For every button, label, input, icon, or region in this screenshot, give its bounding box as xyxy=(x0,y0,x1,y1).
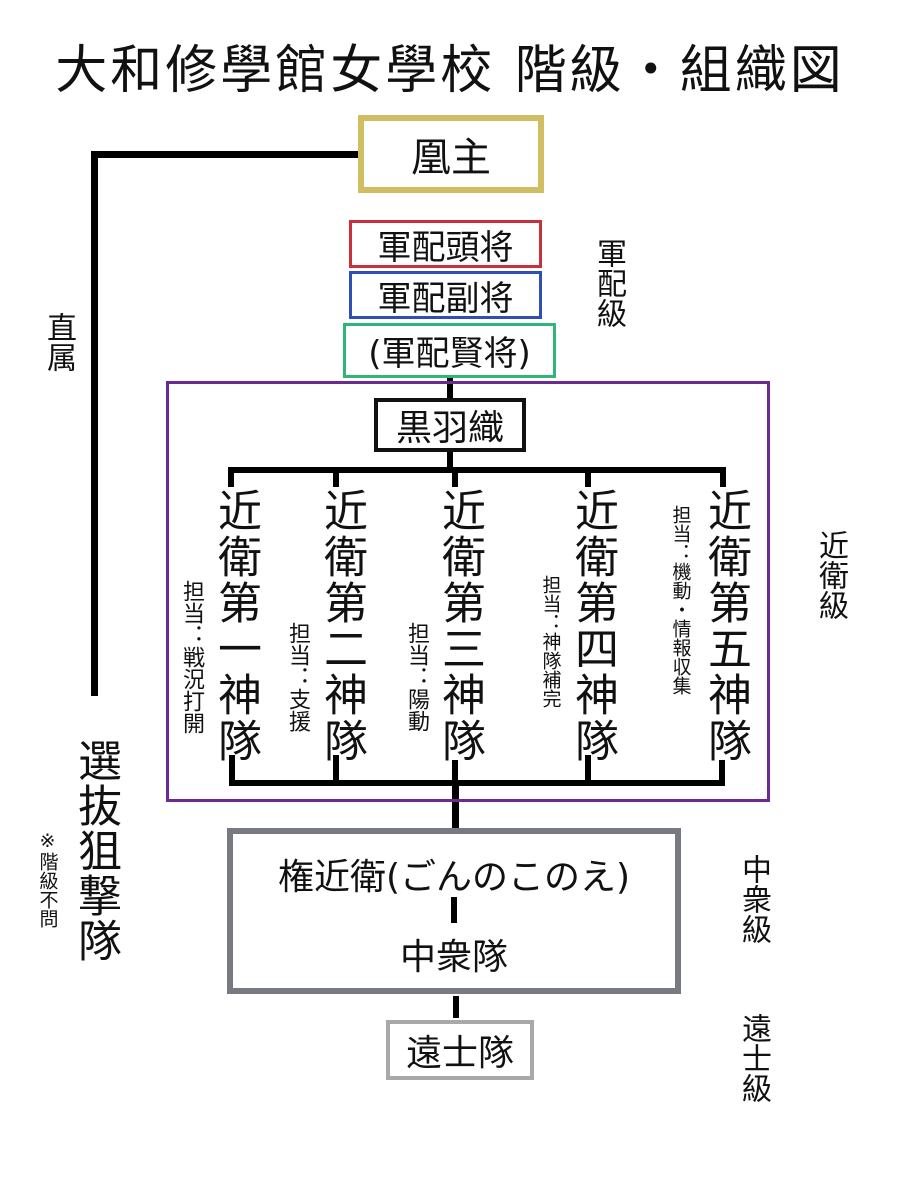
squads-bottom-bar xyxy=(229,780,725,786)
squad-5-name: 近衛第五神隊 xyxy=(700,488,751,764)
connector-gunpai-kurohaori xyxy=(447,376,453,402)
squad-1-name: 近衛第一神隊 xyxy=(210,488,261,764)
sniper-squad-text: 選抜狙撃隊 xyxy=(70,738,121,963)
squad-2-text: 近衛第二神隊 xyxy=(316,488,367,764)
squad-1-role-text: 担当：戦況打開 xyxy=(179,580,204,734)
direct-line-vertical xyxy=(91,151,98,696)
gunpai-fukushou-label: 軍配副将 xyxy=(377,278,514,319)
squad-2-role: 担当：支援 xyxy=(282,622,312,732)
squad-2-role-text: 担当：支援 xyxy=(285,622,310,732)
squad1-bottom-rise xyxy=(229,755,235,785)
rank-ondo-text: 遠士級 xyxy=(736,1013,771,1103)
rank-chushu-text: 中衆級 xyxy=(736,854,771,944)
squad-4-name: 近衛第四神隊 xyxy=(567,488,618,764)
direct-label-text: 直属 xyxy=(41,312,76,372)
squad-4-role: 担当：神隊補完 xyxy=(536,575,564,708)
ouju-box: 凰主 xyxy=(358,115,544,193)
squad-1-text: 近衛第一神隊 xyxy=(210,488,261,764)
squad-3-text: 近衛第三神隊 xyxy=(434,488,485,764)
rank-gunpai: 軍配級 xyxy=(588,238,628,328)
ondo-tai-box: 遠士隊 xyxy=(386,1020,534,1080)
gunpai-fukushou-box: 軍配副将 xyxy=(349,271,542,319)
rank-konoe-text: 近衛級 xyxy=(813,530,848,620)
sniper-squad-label: 選抜狙撃隊 xyxy=(70,738,121,963)
rank-ondo: 遠士級 xyxy=(733,1013,773,1103)
squad-3-name: 近衛第三神隊 xyxy=(434,488,485,764)
squad3-top-drop xyxy=(452,467,458,487)
squads-top-bar xyxy=(228,467,726,473)
squad-5-text: 近衛第五神隊 xyxy=(700,488,751,764)
squad-5-role: 担当：機動・情報収集 xyxy=(666,505,694,695)
page-title: 大和修學館女學校 階級・組織図 xyxy=(55,41,845,101)
squad4-bottom-rise xyxy=(585,755,591,785)
squad-2-name: 近衛第二神隊 xyxy=(316,488,367,764)
rank-chushu: 中衆級 xyxy=(733,854,773,944)
kurohaori-box: 黒羽織 xyxy=(374,398,526,452)
squad-3-role: 担当：陽動 xyxy=(401,622,431,732)
gon-konoe-label: 権近衛(ごんのこのえ) xyxy=(277,857,631,898)
ouju-label: 凰主 xyxy=(411,135,491,181)
rank-note: ※階級不問 xyxy=(33,830,61,928)
squad1-top-drop xyxy=(228,467,234,487)
gunpai-tousho-label: 軍配頭将 xyxy=(377,227,514,268)
chushu-tai-label: 中衆隊 xyxy=(399,937,508,978)
rank-konoe: 近衛級 xyxy=(810,530,850,620)
squad2-bottom-rise xyxy=(333,755,339,785)
gunpai-kenshou-label: (軍配賢将) xyxy=(368,334,531,374)
ondo-tai-label: 遠士隊 xyxy=(405,1033,514,1074)
connector-gon-chushu xyxy=(451,897,457,923)
squad5-top-drop xyxy=(720,467,726,487)
konoe-frame xyxy=(166,381,770,802)
connector-bar-gon xyxy=(452,780,459,832)
squad3-bottom-rise xyxy=(452,760,458,786)
kurohaori-label: 黒羽織 xyxy=(395,408,504,449)
squad-4-text: 近衛第四神隊 xyxy=(567,488,618,764)
squad2-top-drop xyxy=(333,467,339,487)
squad-3-role-text: 担当：陽動 xyxy=(404,622,429,732)
squad-1-role: 担当：戦況打開 xyxy=(176,580,206,734)
rank-gunpai-text: 軍配級 xyxy=(591,238,626,328)
direct-line-horizontal xyxy=(93,151,361,158)
squad5-bottom-rise xyxy=(719,760,725,786)
squad4-top-drop xyxy=(585,467,591,487)
squad-4-role-text: 担当：神隊補完 xyxy=(539,575,562,708)
direct-label: 直属 xyxy=(38,312,78,372)
rank-note-text: ※階級不問 xyxy=(36,830,59,928)
gon-konoe-frame xyxy=(227,828,681,994)
gunpai-kenshou-box: (軍配賢将) xyxy=(343,323,556,378)
gunpai-tousho-box: 軍配頭将 xyxy=(349,220,542,268)
squad-5-role-text: 担当：機動・情報収集 xyxy=(669,505,692,695)
connector-chushu-ondo xyxy=(453,996,459,1018)
connector-kurohaori-bar xyxy=(447,450,453,472)
